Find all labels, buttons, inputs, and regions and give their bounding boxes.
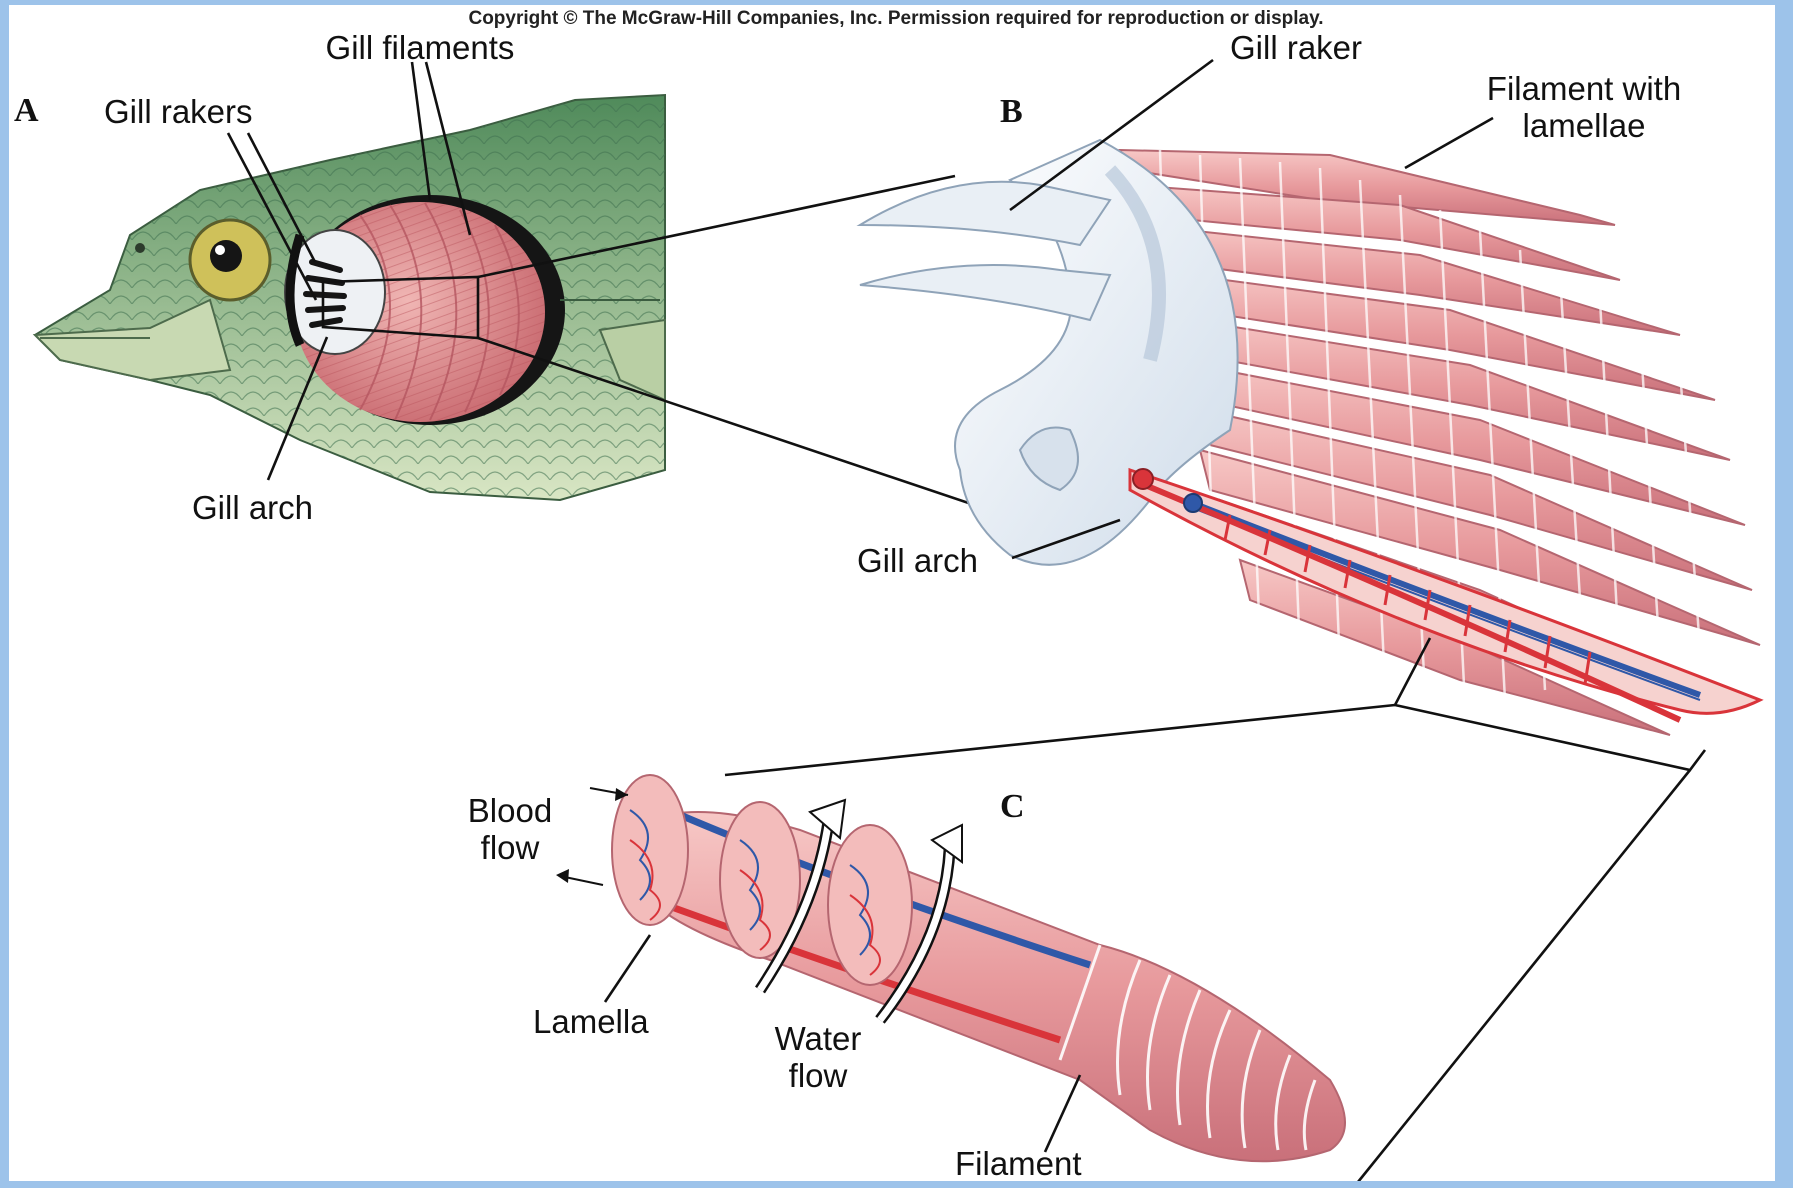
gill-raker-2 bbox=[860, 265, 1110, 320]
label-gill-arch-b: Gill arch bbox=[857, 542, 978, 579]
label-blood-flow-line1: Blood bbox=[468, 792, 552, 829]
fish-head-illustration bbox=[35, 95, 665, 500]
gill-raker-1 bbox=[860, 182, 1110, 245]
label-filament-with-lamellae-line1: Filament with bbox=[1487, 70, 1681, 107]
label-lamella: Lamella bbox=[533, 1003, 649, 1040]
label-filament-with-lamellae-line2: lamellae bbox=[1523, 107, 1646, 144]
gill-filaments-fan bbox=[1120, 150, 1760, 735]
label-water-flow-line2: flow bbox=[789, 1057, 848, 1094]
filament-cross-section bbox=[1130, 469, 1760, 720]
label-filament: Filament bbox=[955, 1145, 1082, 1182]
copyright-notice: Copyright © The McGraw-Hill Companies, I… bbox=[468, 8, 1323, 29]
panel-label-c: C bbox=[1000, 788, 1025, 825]
label-gill-rakers: Gill rakers bbox=[104, 93, 253, 130]
label-water-flow-line1: Water bbox=[775, 1020, 862, 1057]
label-gill-filaments: Gill filaments bbox=[326, 29, 515, 66]
label-gill-arch-a: Gill arch bbox=[192, 489, 313, 526]
panel-label-b: B bbox=[1000, 93, 1023, 130]
label-blood-flow-line2: flow bbox=[481, 829, 540, 866]
panel-label-a: A bbox=[14, 92, 39, 129]
filament-detail bbox=[556, 775, 1345, 1161]
label-gill-raker: Gill raker bbox=[1230, 29, 1362, 66]
